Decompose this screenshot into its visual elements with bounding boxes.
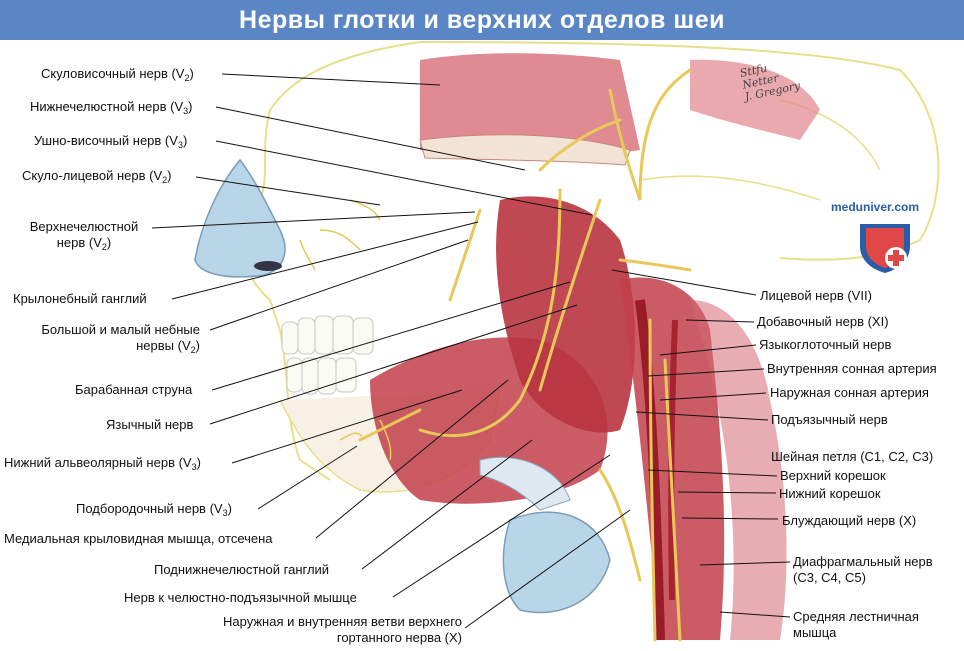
page-title: Нервы глотки и верхних отделов шеи	[239, 5, 725, 34]
nasal-cartilage	[194, 158, 286, 278]
label-facial-nerve: Лицевой нерв (VII)	[760, 288, 872, 303]
upper-teeth	[281, 315, 374, 355]
label-auriculotemporal-nerve: Ушно-височный нерв (V3)	[34, 133, 188, 150]
shield-logo-icon	[860, 224, 910, 273]
title-bar: Нервы глотки и верхних отделов шеи	[0, 0, 964, 40]
label-chorda-tympani: Барабанная струна	[75, 382, 193, 397]
label-submandibular-ganglion: Поднижнечелюстной ганглий	[154, 562, 330, 577]
label-vagus-nerve: Блуждающий нерв (X)	[782, 513, 917, 528]
label-accessory-nerve: Добавочный нерв (XI)	[757, 314, 889, 329]
label-external-carotid-artery: Наружная сонная артерия	[770, 385, 929, 400]
nerve-network	[358, 68, 692, 642]
label-zygomaticofacial-nerve: Скуло-лицевой нерв (V2)	[22, 168, 172, 185]
label-zygomaticotemporal-nerve: Скуловисочный нерв (V2)	[41, 66, 194, 83]
label-hypoglossal-nerve: Подъязычный нерв	[771, 412, 888, 427]
nostril	[254, 261, 282, 271]
label-medial-pterygoid-muscle: Медиальная крыловидная мышца, отсечена	[4, 531, 273, 546]
watermark-text: meduniver.com	[831, 200, 920, 214]
label-mental-nerve: Подбородочный нерв (V3)	[76, 501, 232, 518]
label-glossopharyngeal-nerve: Языкоглоточный нерв	[759, 337, 892, 352]
label-internal-carotid-artery: Внутренняя сонная артерия	[767, 361, 937, 376]
anatomy-illustration	[151, 41, 940, 642]
lower-teeth	[286, 357, 357, 395]
label-mandibular-nerve: Нижнечелюстной нерв (V3)	[30, 99, 193, 116]
leader-lines-right	[611, 269, 791, 618]
zygomatic-arch	[419, 134, 631, 166]
label-inferior-alveolar-nerve: Нижний альвеолярный нерв (V3)	[4, 455, 201, 472]
label-phrenic-nerve: Диафрагмальный нерв(C3, C4, C5)	[793, 554, 933, 585]
label-lingual-nerve: Язычный нерв	[106, 417, 194, 432]
label-inferior-root: Нижний корешок	[779, 486, 881, 501]
label-mylohyoid-nerve: Нерв к челюстно-подъязычной мышце	[124, 590, 357, 605]
external-carotid-artery	[668, 319, 678, 601]
temporal-muscle	[420, 53, 640, 158]
label-ansa-cervicalis: Шейная петля (C1, C2, C3)	[771, 449, 934, 464]
label-superior-root: Верхний корешок	[780, 468, 886, 483]
leader-lines-left	[151, 73, 631, 629]
label-pterygopalatine-ganglion: Крылонебный ганглий	[13, 291, 147, 306]
